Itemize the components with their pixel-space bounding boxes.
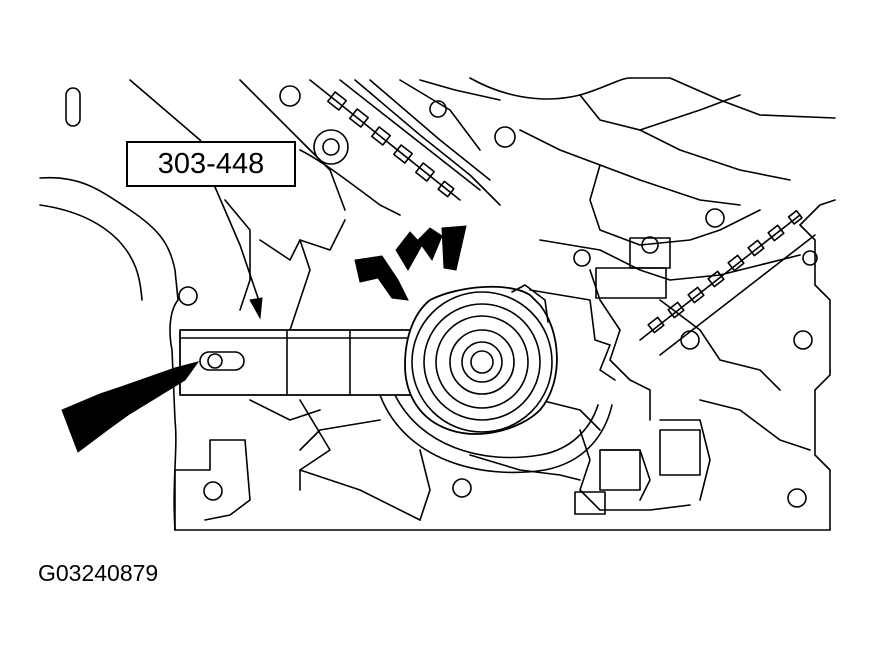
tool-number: 303-448 bbox=[157, 147, 265, 180]
guide-bracket bbox=[299, 289, 616, 474]
crankshaft-sprocket bbox=[404, 284, 558, 435]
figure-id: G03240879 bbox=[38, 560, 159, 586]
timing-chain-right bbox=[639, 209, 816, 356]
arrow-icon bbox=[61, 225, 467, 453]
tool-callout-label: 303-448 bbox=[126, 141, 296, 187]
engine-block-outline bbox=[39, 77, 836, 531]
special-tool-bar bbox=[179, 329, 421, 396]
callout-leader bbox=[214, 186, 263, 320]
timing-chain-upper bbox=[299, 79, 481, 216]
